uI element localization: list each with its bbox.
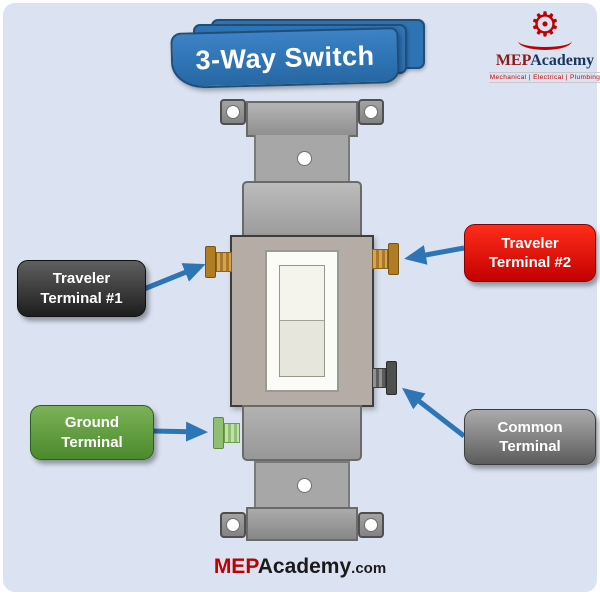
label-ground-terminal: Ground Terminal <box>30 405 154 460</box>
screw-shaft <box>372 367 386 389</box>
footer-wordmark: MEPAcademy.com <box>3 555 597 579</box>
ground-terminal-screw <box>213 417 240 449</box>
label-line2: Terminal <box>499 438 561 455</box>
footer-academy: Academy <box>257 555 352 578</box>
arrow-ground <box>151 421 208 442</box>
mep-academy-logo: ⚙ MEPAcademy Mechanical | Electrical | P… <box>489 7 600 83</box>
common-terminal-screw <box>372 361 397 395</box>
screw-shaft <box>216 252 232 272</box>
rocker-top-half <box>280 266 324 321</box>
title-banner: 3-Way Switch <box>170 19 431 93</box>
mounting-ear-bottom-left <box>220 512 246 538</box>
footer-mep: MEP <box>213 555 258 578</box>
yoke-hole-bottom <box>297 478 312 493</box>
footer-domain: .com <box>351 560 387 577</box>
logo-tagline: Mechanical | Electrical | Plumbing <box>489 72 600 83</box>
mounting-strap-bottom <box>246 507 358 541</box>
yoke-bottom <box>254 461 350 509</box>
label-line1: Ground <box>64 414 120 431</box>
plate-top <box>242 181 362 237</box>
screw-hole <box>226 105 240 119</box>
arrow-common <box>402 387 466 438</box>
label-line1: Traveler <box>52 270 111 287</box>
label-common-terminal: Common Terminal <box>464 409 596 465</box>
label-line1: Traveler <box>501 234 559 252</box>
mounting-strap-top <box>246 101 358 137</box>
screw-head <box>205 246 216 278</box>
label-line1: Common <box>497 418 563 436</box>
mounting-ear-bottom-right <box>358 512 384 538</box>
traveler-terminal-2-screw <box>372 243 399 275</box>
label-line2: Terminal #1 <box>40 289 123 307</box>
gear-icon: ⚙ <box>529 6 561 44</box>
logo-mep-text: MEP <box>495 52 531 69</box>
logo-swoosh <box>518 39 572 50</box>
label-line2: Terminal <box>61 433 123 451</box>
label-line2: Terminal #2 <box>488 254 572 271</box>
screw-shaft <box>372 249 388 269</box>
page-title: 3-Way Switch <box>195 40 375 75</box>
screw-hole <box>364 518 378 532</box>
arrow-traveler1 <box>143 263 206 292</box>
yoke-top <box>254 135 350 183</box>
diagram-background: 3-Way Switch ⚙ MEPAcademy Mechanical | E… <box>3 3 600 592</box>
label-traveler-terminal-2: Traveler Terminal #2 <box>464 224 596 282</box>
logo-wordmark: MEPAcademy <box>489 52 600 70</box>
arrow-traveler2 <box>404 245 465 265</box>
traveler-terminal-1-screw <box>205 246 232 278</box>
plate-bottom <box>242 405 362 461</box>
banner-front: 3-Way Switch <box>170 27 400 89</box>
mounting-ear-top-left <box>220 99 246 125</box>
screw-hole <box>364 105 378 119</box>
label-traveler-terminal-1: Traveler Terminal #1 <box>17 260 146 317</box>
screw-head <box>388 243 399 275</box>
mounting-ear-top-right <box>358 99 384 125</box>
yoke-hole-top <box>297 151 312 166</box>
screw-shaft <box>224 423 240 443</box>
rocker-bottom-half <box>280 321 324 376</box>
screw-head <box>213 417 224 449</box>
logo-academy-text: Academy <box>530 52 595 69</box>
rocker-switch <box>279 265 325 377</box>
screw-head <box>386 361 397 395</box>
screw-hole <box>226 518 240 532</box>
